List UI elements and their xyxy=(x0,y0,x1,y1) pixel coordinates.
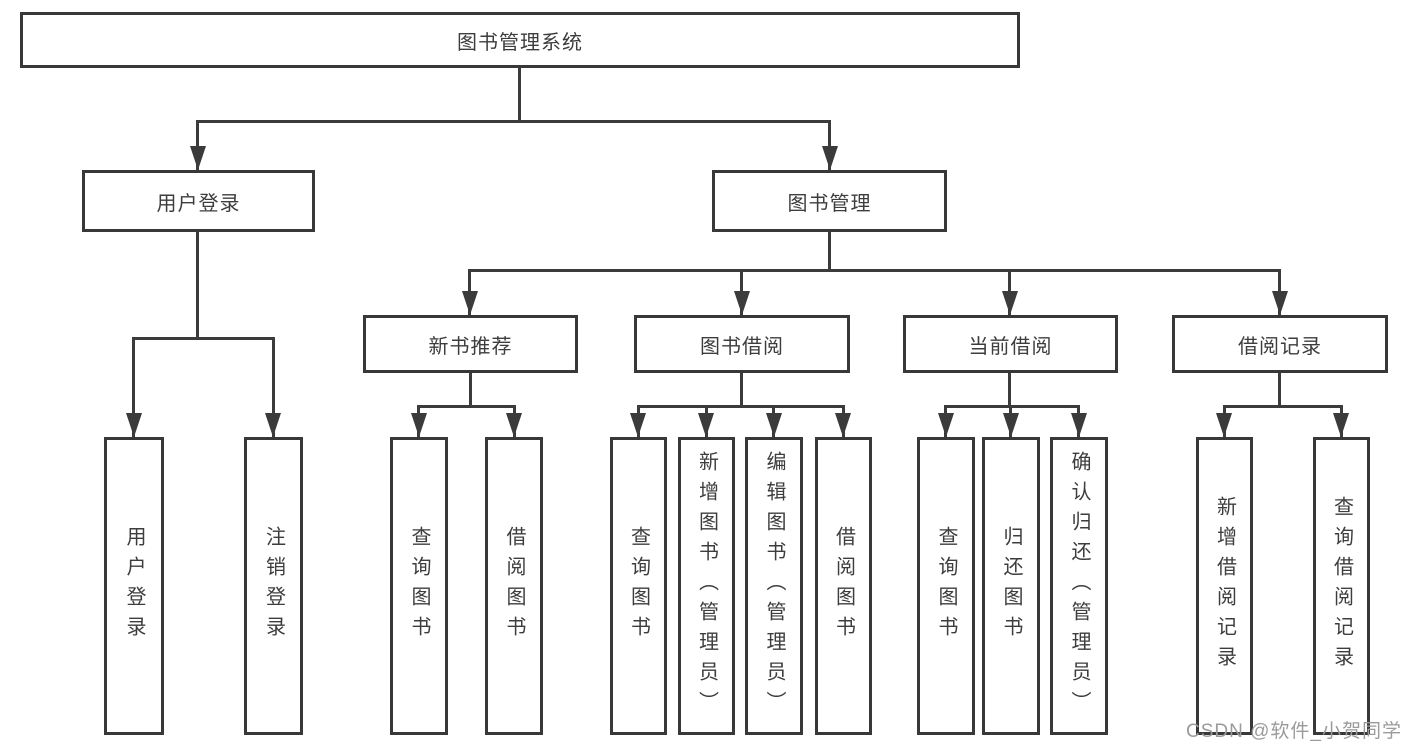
leaf-label: 新增图书（管理员） xyxy=(695,451,718,721)
leaf-label: 查询图书 xyxy=(408,526,430,646)
arrow-down-icon xyxy=(411,413,427,437)
connector-line xyxy=(132,337,135,437)
watermark: CSDN @软件_小贺同学 xyxy=(1186,721,1402,742)
node-borrow-records: 借阅记录 xyxy=(1172,315,1388,373)
connector-line xyxy=(1278,373,1281,407)
node-current-borrow: 当前借阅 xyxy=(903,315,1118,373)
leaf-borrow-edit-books-admin: 编辑图书（管理员） xyxy=(745,437,803,735)
leaf-label: 查询图书 xyxy=(627,526,650,646)
leaf-label: 借阅图书 xyxy=(832,526,855,646)
node-label: 借阅记录 xyxy=(1238,335,1322,358)
node-book-borrow: 图书借阅 xyxy=(634,315,850,373)
arrow-down-icon xyxy=(1272,291,1288,315)
leaf-label: 归还图书 xyxy=(1000,526,1022,646)
connector-line xyxy=(740,373,743,407)
arrow-down-icon xyxy=(835,413,851,437)
node-book-management: 图书管理 xyxy=(712,170,947,232)
leaf-newbook-borrow-books: 借阅图书 xyxy=(485,437,543,735)
connector-line xyxy=(944,405,1080,408)
arrow-down-icon xyxy=(822,146,838,170)
leaf-records-query-record: 查询借阅记录 xyxy=(1313,437,1370,735)
arrow-down-icon xyxy=(766,413,782,437)
leaf-records-add-record: 新增借阅记录 xyxy=(1196,437,1253,735)
node-label: 图书管理 xyxy=(787,192,872,215)
connector-line xyxy=(518,68,521,120)
arrow-down-icon xyxy=(126,413,142,437)
leaf-label: 编辑图书（管理员） xyxy=(763,451,785,721)
leaf-label: 查询借阅记录 xyxy=(1330,496,1353,676)
leaf-current-confirm-return-admin: 确认归还（管理员） xyxy=(1050,437,1108,735)
connector-line xyxy=(828,232,831,272)
leaf-borrow-add-books-admin: 新增图书（管理员） xyxy=(678,437,735,735)
node-user-login: 用户登录 xyxy=(82,170,315,232)
leaf-current-return-books: 归还图书 xyxy=(982,437,1040,735)
connector-line xyxy=(272,337,275,437)
leaf-user-login: 用户登录 xyxy=(104,437,164,735)
arrow-down-icon xyxy=(265,413,281,437)
node-root: 图书管理系统 xyxy=(20,12,1020,68)
arrow-down-icon xyxy=(734,291,750,315)
arrow-down-icon xyxy=(462,291,478,315)
arrow-down-icon xyxy=(1002,291,1018,315)
connector-line xyxy=(468,269,1281,272)
arrow-down-icon xyxy=(190,146,206,170)
arrow-down-icon xyxy=(698,413,714,437)
node-label: 新书推荐 xyxy=(428,335,513,358)
connector-line xyxy=(637,405,845,408)
connector-line xyxy=(1223,405,1343,408)
leaf-newbook-query-books: 查询图书 xyxy=(390,437,448,735)
arrow-down-icon xyxy=(938,413,954,437)
arrow-down-icon xyxy=(1003,413,1019,437)
node-new-book-recommend: 新书推荐 xyxy=(363,315,578,373)
leaf-current-query-books: 查询图书 xyxy=(917,437,975,735)
leaf-label: 确认归还（管理员） xyxy=(1068,451,1090,721)
leaf-label: 新增借阅记录 xyxy=(1213,496,1236,676)
leaf-logout-login: 注销登录 xyxy=(244,437,303,735)
connector-line xyxy=(196,120,831,123)
leaf-label: 借阅图书 xyxy=(503,526,525,646)
leaf-label: 查询图书 xyxy=(935,526,957,646)
connector-line xyxy=(132,337,274,340)
node-label: 当前借阅 xyxy=(968,335,1053,358)
node-label: 图书管理系统 xyxy=(457,31,583,54)
node-label: 用户登录 xyxy=(156,192,241,215)
leaf-label: 注销登录 xyxy=(262,526,285,646)
connector-line xyxy=(1008,373,1011,407)
connector-line xyxy=(196,232,199,337)
connector-line xyxy=(196,120,199,170)
arrow-down-icon xyxy=(1216,413,1232,437)
leaf-label: 用户登录 xyxy=(123,526,145,646)
connector-line xyxy=(417,405,516,408)
node-label: 图书借阅 xyxy=(700,335,784,358)
arrow-down-icon xyxy=(1071,413,1087,437)
leaf-borrow-borrow-books: 借阅图书 xyxy=(815,437,872,735)
connector-line xyxy=(828,120,831,170)
leaf-borrow-query-books: 查询图书 xyxy=(610,437,667,735)
connector-line xyxy=(469,373,472,407)
arrow-down-icon xyxy=(1333,413,1349,437)
arrow-down-icon xyxy=(506,413,522,437)
arrow-down-icon xyxy=(630,413,646,437)
